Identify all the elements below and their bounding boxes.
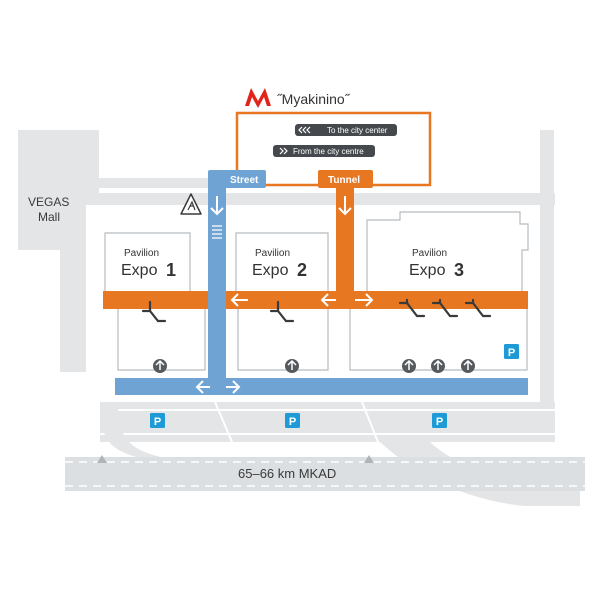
tunnel-corridor	[103, 291, 528, 309]
parking-label-3: P	[436, 416, 443, 428]
entrance-arrow-icon[interactable]	[153, 359, 475, 373]
parking-label-1: P	[154, 416, 161, 428]
lamp-markers	[97, 455, 374, 463]
mkad-lane-markings	[65, 461, 585, 487]
pavilion-3-caption: Pavilion	[412, 248, 447, 259]
tunnel-label-bg	[318, 170, 373, 188]
tunnel-down-arrow	[338, 196, 352, 216]
pavilion-2-name: Expo	[252, 262, 289, 279]
metro-logo-icon	[245, 88, 271, 108]
street-horizontal	[115, 378, 528, 395]
pavilion-1-caption: Pavilion	[124, 248, 159, 259]
mkad-label: 65–66 km MKAD	[238, 466, 336, 481]
train-icon	[273, 124, 397, 157]
street-vertical	[208, 186, 226, 391]
escalator-icon	[141, 298, 492, 323]
vegas-mall-label-line1: VEGAS	[28, 195, 69, 209]
direction-arrow-icon	[195, 293, 374, 394]
vegas-mall-building	[18, 130, 86, 372]
pavilion-3-number: 3	[454, 260, 464, 280]
parking-lot-lanes	[100, 401, 555, 443]
pavilion-1-name: Expo	[121, 262, 158, 279]
platform-from-center-label: From the city centre	[293, 147, 364, 156]
pavilion-3-name: Expo	[409, 262, 446, 279]
street-label-bg	[208, 170, 266, 188]
street-label: Street	[230, 175, 259, 186]
parking-label-2: P	[289, 416, 296, 428]
road-north	[85, 193, 555, 205]
road-network	[85, 130, 555, 430]
parking-label-4: P	[508, 347, 515, 359]
tunnel-vertical	[336, 185, 354, 293]
parking-sign-labels: P P P P	[154, 347, 515, 428]
road-north-west	[85, 178, 210, 188]
street-route	[115, 170, 528, 395]
ramp-west	[100, 402, 165, 458]
platform-to-center-label: To the city center	[327, 126, 388, 135]
pavilion-2-number: 2	[297, 260, 307, 280]
road-east	[540, 130, 554, 430]
vegas-mall-label-line2: Mall	[38, 210, 60, 224]
pedestrian-warning-icon	[180, 193, 202, 215]
pavilion-1-number: 1	[166, 260, 176, 280]
metro-station-name: ˝Myakinino˝	[277, 91, 351, 107]
pavilion-2-caption: Pavilion	[255, 248, 290, 259]
street-stairs-icon	[212, 225, 222, 239]
parking-sign[interactable]	[150, 344, 519, 428]
parking-lot-band	[100, 402, 555, 442]
road-west-stub	[85, 130, 99, 205]
tunnel-label: Tunnel	[328, 175, 360, 186]
street-down-arrow	[210, 196, 224, 216]
